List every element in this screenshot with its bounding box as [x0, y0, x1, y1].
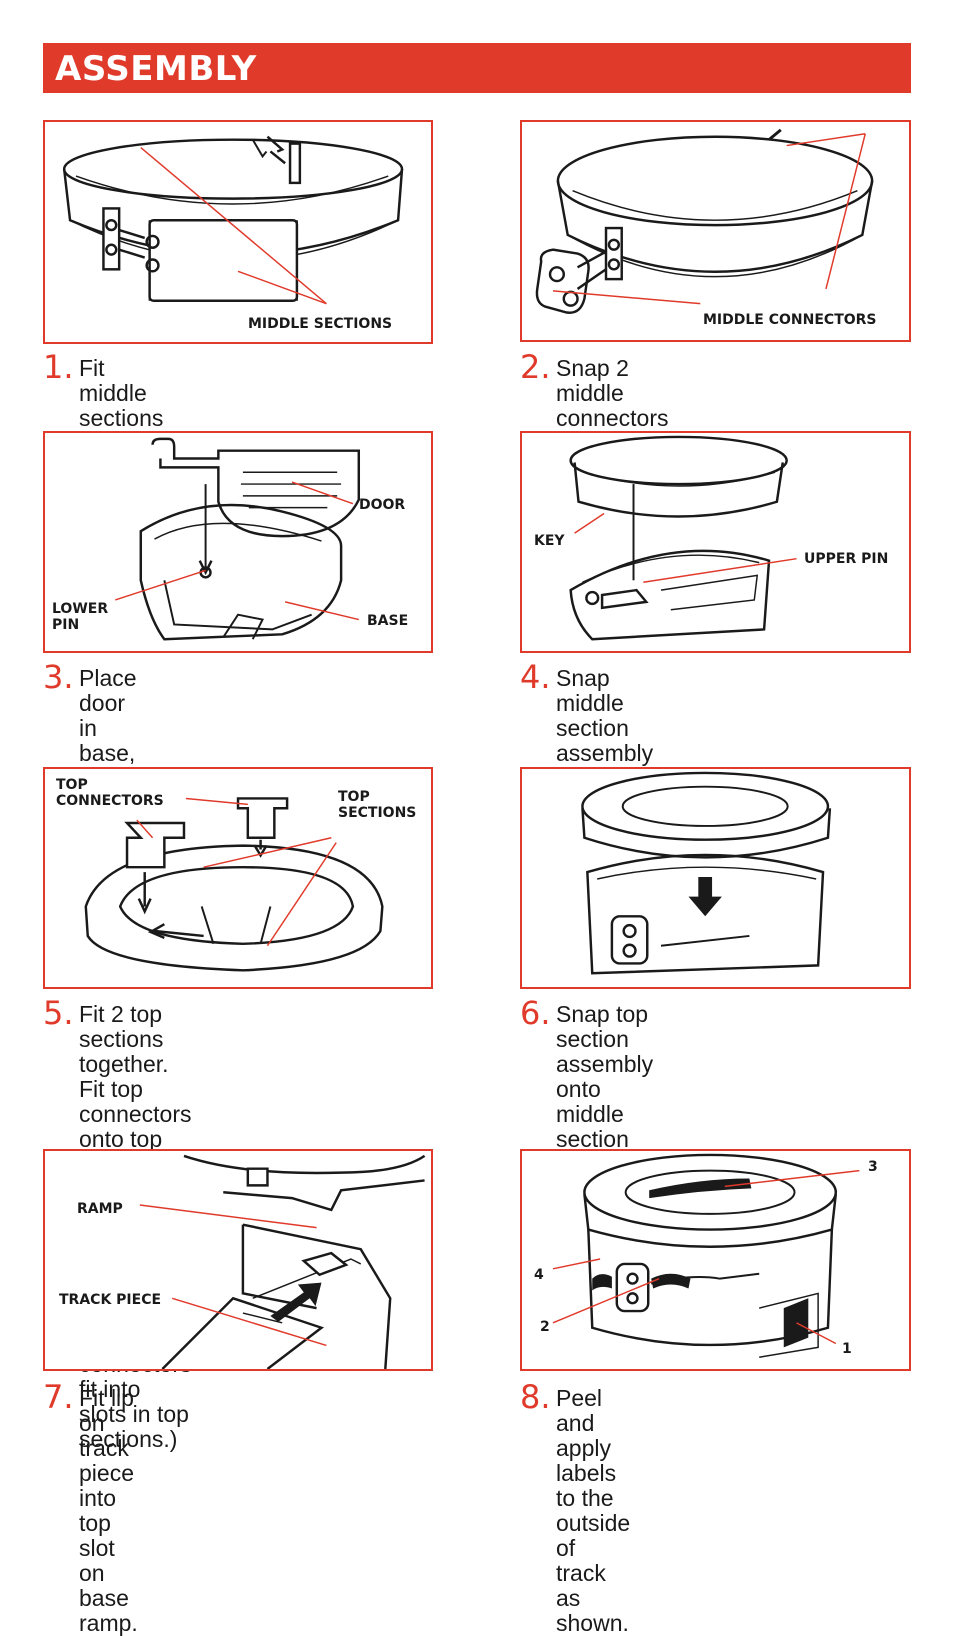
illustration-step-3: DOOR LOWER PIN BASE	[43, 431, 433, 653]
illustration-step-2: MIDDLE CONNECTORS	[520, 120, 911, 342]
step-number: 6.	[520, 994, 551, 1032]
step-text: Peel and apply labels to the outside of …	[556, 1385, 631, 1636]
step-number: 2.	[520, 348, 551, 386]
middle-connectors-drawing	[535, 128, 874, 314]
illustration-step-8: 3 4 2 1	[520, 1149, 911, 1371]
label-3: 3	[868, 1159, 878, 1175]
label-middle-connectors: MIDDLE CONNECTORS	[703, 312, 877, 328]
illustration-step-4: KEY UPPER PIN	[520, 431, 911, 653]
assembly-banner: ASSEMBLY	[43, 43, 911, 93]
step-number: 7.	[43, 1378, 74, 1416]
label-door: DOOR	[359, 497, 406, 513]
illustration-step-1: MIDDLE SECTIONS	[43, 120, 433, 344]
illustration-step-6	[520, 767, 911, 989]
step-text: Fit lip on track piece into top slot on …	[79, 1385, 138, 1636]
track-piece-drawing	[139, 1154, 426, 1369]
page-title: ASSEMBLY	[55, 49, 257, 89]
label-2: 2	[540, 1319, 550, 1335]
step-number: 3.	[43, 658, 74, 696]
label-1: 1	[842, 1341, 852, 1357]
middle-onto-base-drawing	[569, 435, 797, 641]
label-lower-pin: LOWER PIN	[52, 601, 109, 633]
label-base: BASE	[367, 613, 409, 629]
labels-applied-drawing	[552, 1153, 860, 1358]
step-number: 8.	[520, 1378, 551, 1416]
top-onto-middle-drawing	[581, 771, 832, 975]
label-ramp: RAMP	[77, 1201, 123, 1217]
label-upper-pin: UPPER PIN	[804, 551, 889, 567]
step-number: 4.	[520, 658, 551, 696]
illustration-step-7: RAMP TRACK PIECE	[43, 1149, 433, 1371]
label-key: KEY	[534, 533, 565, 549]
step-number: 5.	[43, 994, 74, 1032]
door-and-base-drawing	[115, 437, 361, 641]
label-4: 4	[534, 1267, 544, 1283]
illustration-step-5: TOP CONNECTORS TOP SECTIONS	[43, 767, 433, 989]
label-track-piece: TRACK PIECE	[59, 1292, 162, 1308]
label-middle-sections: MIDDLE SECTIONS	[248, 316, 393, 332]
label-top-sections: TOP SECTIONS	[338, 789, 417, 821]
top-sections-drawing	[84, 797, 384, 972]
middle-sections-drawing	[62, 135, 404, 305]
step-number: 1.	[43, 348, 74, 386]
label-top-connectors: TOP CONNECTORS	[56, 777, 164, 809]
